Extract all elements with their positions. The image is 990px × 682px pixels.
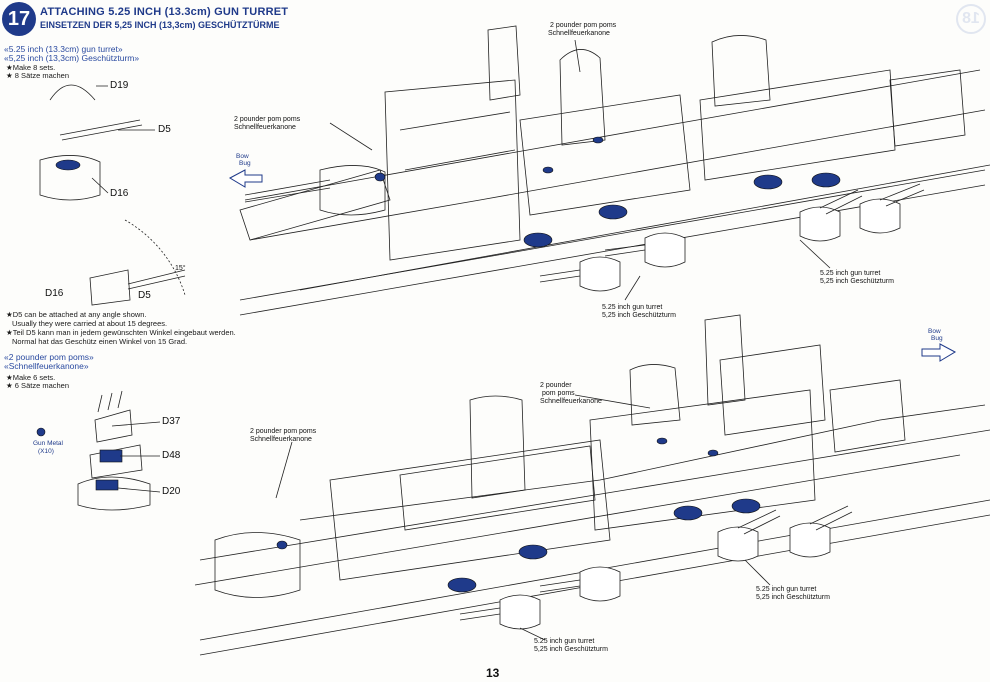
- bow-label-upper-en: Bow: [236, 153, 249, 160]
- callout-turret-en-4: 5.25 inch gun turret: [756, 586, 817, 593]
- callout-pompom-de: Schnellfeuerkanone: [234, 124, 296, 131]
- step-number-badge: 17: [2, 2, 36, 36]
- bow-label-lower-de: Bug: [931, 335, 943, 342]
- turret-make-de: ★ 8 Sätze machen: [6, 71, 70, 80]
- pompom-section-heading-en: «2 pounder pom poms»: [4, 352, 94, 362]
- page-number: 13: [486, 666, 500, 680]
- detail-part-d16: D16: [45, 288, 64, 299]
- angle-label: 15°: [175, 265, 186, 272]
- callout-turret-en-3: 5.25 inch gun turret: [534, 638, 595, 645]
- callout-turret-en-1: 5.25 inch gun turret: [602, 304, 663, 311]
- callout-turret-en-2: 5.25 inch gun turret: [820, 270, 881, 277]
- turret-note-en-2: Usually they were carried at about 15 de…: [12, 319, 168, 328]
- callout-pompom-top-de: Schnellfeuerkanone: [548, 30, 610, 37]
- callout-pompom-en: 2 pounder pom poms: [234, 116, 301, 123]
- part-label-d48: D48: [162, 450, 181, 461]
- part-label-d20: D20: [162, 486, 181, 497]
- callout-pompom-top-en: 2 pounder pom poms: [550, 22, 617, 29]
- part-label-d16: D16: [110, 188, 129, 199]
- callout-turret-de-1: 5,25 inch Geschützturm: [602, 312, 676, 319]
- bow-label-upper-de: Bug: [239, 160, 251, 167]
- pompom-section-heading-de: «Schnellfeuerkanone»: [4, 361, 89, 371]
- callout-pompom-lower1-en: 2 pounder: [540, 382, 572, 389]
- callout-pompom-lower-en: 2 pounder pom poms: [250, 428, 317, 435]
- detail-part-d5: D5: [138, 290, 151, 301]
- pompom-make-de: ★ 6 Sätze machen: [6, 381, 70, 390]
- part-label-d37: D37: [162, 416, 181, 427]
- callout-pompom-lower1-en2: pom poms: [542, 390, 575, 397]
- paint-label: Gun Metal: [33, 440, 63, 447]
- part-label-d5: D5: [158, 124, 171, 135]
- callout-pompom-lower-de: Schnellfeuerkanone: [250, 436, 312, 443]
- callout-turret-de-2: 5,25 inch Geschützturm: [820, 278, 894, 285]
- callout-turret-de-4: 5,25 inch Geschützturm: [756, 594, 830, 601]
- turret-section-heading-en: «5.25 inch (13.3cm) gun turret»: [4, 44, 123, 54]
- turret-make-en: ★Make 8 sets.: [6, 63, 56, 72]
- turret-note-de-1: ★Teil D5 kann man in jedem gewünschten W…: [6, 328, 236, 337]
- turret-note-en-1: ★D5 can be attached at any angle shown.: [6, 310, 147, 319]
- part-label-d19: D19: [110, 80, 129, 91]
- callout-turret-de-3: 5,25 inch Geschützturm: [534, 646, 608, 653]
- step-title-de: EINSETZEN DER 5,25 INCH (13,3cm) GESCHÜT…: [40, 20, 280, 30]
- callout-pompom-lower1-de: Schnellfeuerkanone: [540, 398, 602, 405]
- step-title-en: ATTACHING 5.25 INCH (13.3cm) GUN TURRET: [40, 6, 289, 18]
- bow-label-lower-en: Bow: [928, 328, 941, 335]
- pompom-make-en: ★Make 6 sets.: [6, 373, 56, 382]
- paint-code: (X10): [38, 448, 54, 455]
- turret-note-de-2: Normal hat das Geschütz einen Winkel von…: [12, 337, 188, 346]
- turret-section-heading-de: «5,25 inch (13,3cm) Geschützturm»: [4, 53, 140, 63]
